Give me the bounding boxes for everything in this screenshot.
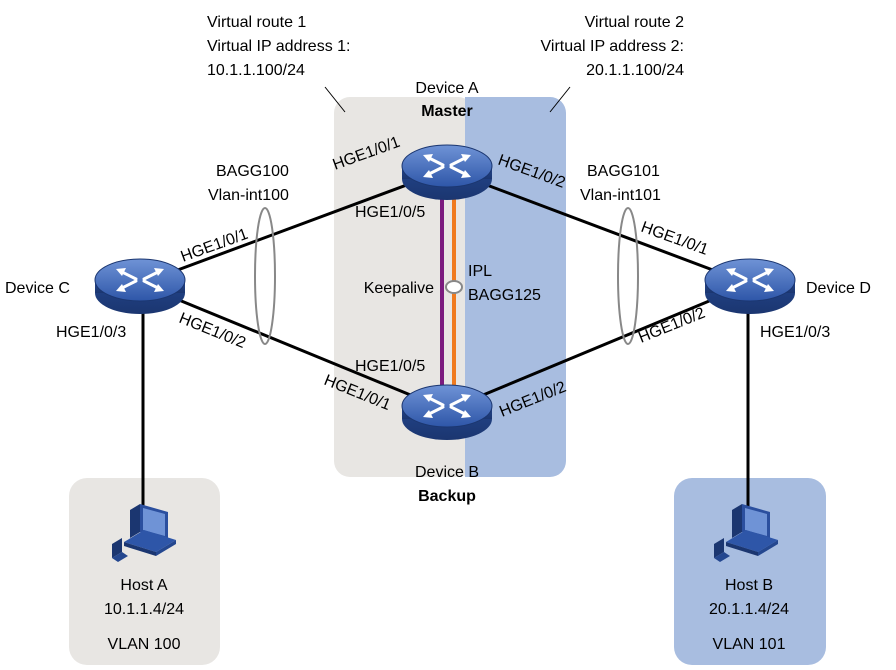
device-a-role: Master (421, 103, 473, 120)
host-b-vlan: VLAN 101 (713, 636, 786, 653)
port-a-down: HGE1/0/5 (355, 204, 425, 221)
host-a-zone (69, 478, 220, 665)
bagg100-ellipse (254, 207, 276, 345)
host-b-ip: 20.1.1.4/24 (709, 601, 789, 618)
port-d-down: HGE1/0/3 (760, 324, 830, 341)
device-b-icon (400, 383, 494, 442)
device-d-icon (703, 257, 797, 316)
vr1-line2: Virtual IP address 1: (207, 38, 351, 55)
callout-vr2 (549, 86, 571, 113)
host-a-name: Host A (120, 577, 167, 594)
vr1-line3: 10.1.1.100/24 (207, 62, 305, 79)
device-a-name: Device A (415, 80, 478, 97)
link-b-d (446, 282, 751, 412)
device-b-role: Backup (418, 488, 476, 505)
vr2-line3: 20.1.1.100/24 (586, 62, 684, 79)
device-c-name: Device C (5, 280, 70, 297)
callout-vr1 (324, 86, 346, 113)
bagg125-label: BAGG125 (468, 287, 541, 304)
port-d-to-a: HGE1/0/1 (639, 219, 711, 259)
bagg101-label: BAGG101 (587, 163, 660, 180)
host-a-vlan: VLAN 100 (108, 636, 181, 653)
vr1-line1: Virtual route 1 (207, 14, 306, 31)
right-vlan-zone (465, 97, 566, 477)
host-b-name: Host B (725, 577, 773, 594)
keepalive-label: Keepalive (364, 280, 434, 297)
port-d-to-b: HGE1/0/2 (636, 305, 708, 347)
vr2-line2: Virtual IP address 2: (541, 38, 685, 55)
link-c-a (139, 168, 448, 286)
link-c-b (139, 282, 448, 412)
host-b-zone (674, 478, 826, 665)
ipl-ring (445, 280, 463, 294)
device-c-icon (93, 257, 187, 316)
device-d-name: Device D (806, 280, 871, 297)
vr2-line1: Virtual route 2 (585, 14, 684, 31)
vlan-int100-label: Vlan-int100 (208, 187, 289, 204)
host-a-ip: 10.1.1.4/24 (104, 601, 184, 618)
port-b-up: HGE1/0/5 (355, 358, 425, 375)
device-b-name: Device B (415, 464, 479, 481)
bagg100-label: BAGG100 (216, 163, 289, 180)
bagg101-ellipse (617, 207, 639, 345)
vlan-int101-label: Vlan-int101 (580, 187, 661, 204)
ipl-label: IPL (468, 263, 492, 280)
device-a-icon (400, 143, 494, 202)
link-a-d (446, 168, 751, 286)
port-c-down: HGE1/0/3 (56, 324, 126, 341)
port-c-to-b: HGE1/0/2 (177, 310, 249, 352)
